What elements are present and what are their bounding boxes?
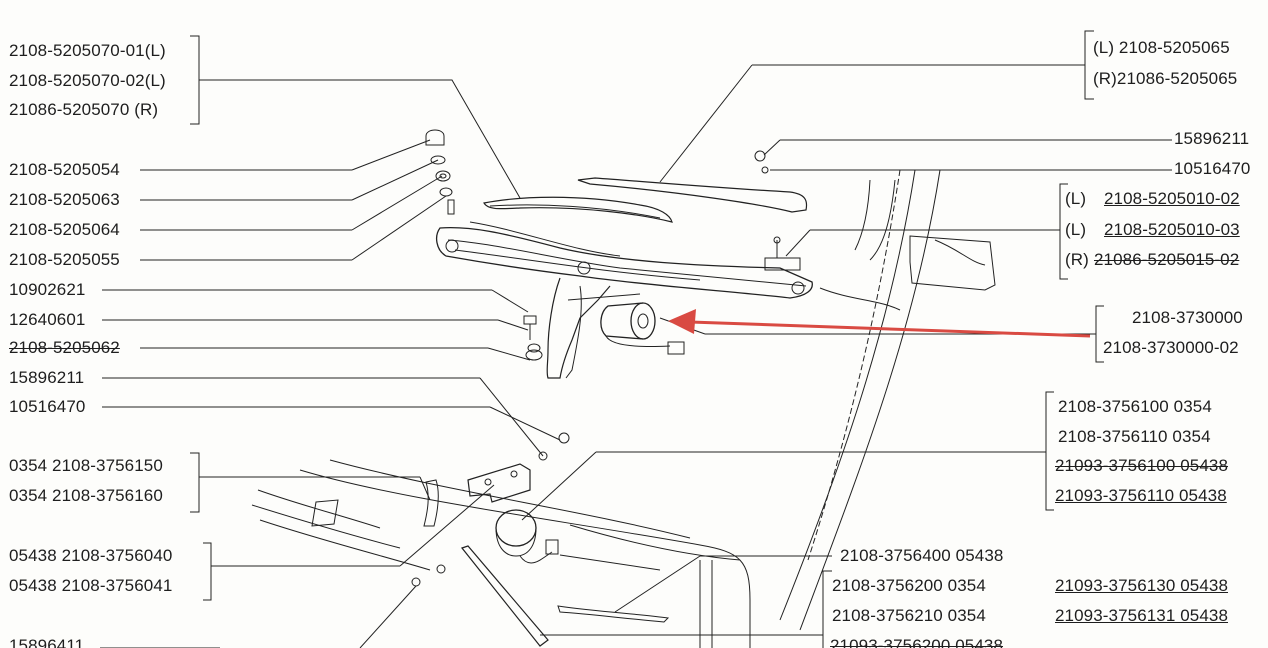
label-linkage-l1-prefix: (L) bbox=[1065, 189, 1087, 208]
label-nut: 2108-5205063 bbox=[9, 190, 120, 209]
label-washer-small-2: 10516470 bbox=[1174, 159, 1251, 178]
bracket-left-relays bbox=[190, 452, 200, 513]
label-linkage-l2: 2108-5205010-03 bbox=[1104, 220, 1240, 239]
label-arm-l: (L) 2108-5205065 bbox=[1093, 38, 1230, 57]
bracket-right-rear bbox=[822, 570, 832, 648]
label-washer: 2108-5205064 bbox=[9, 220, 120, 239]
label-linkage-r-prefix: (R) bbox=[1065, 250, 1089, 269]
label-bracket-1: 05438 2108-3756040 bbox=[9, 546, 173, 565]
bracket-right-pump bbox=[1045, 391, 1054, 511]
label-washer-pump-2: 2108-3756110 0354 bbox=[1058, 427, 1211, 446]
label-arm-r: (R)21086-5205065 bbox=[1093, 69, 1238, 88]
label-rear-4: 21093-3756200 05438 bbox=[830, 636, 1004, 648]
label-relay-2: 0354 2108-3756160 bbox=[9, 486, 163, 505]
label-rear-3: 2108-3756210 0354 bbox=[832, 606, 986, 625]
label-washer-pump-1: 2108-3756100 0354 bbox=[1058, 397, 1212, 416]
bracket-left-blades bbox=[190, 35, 200, 125]
label-bracket-2: 05438 2108-3756041 bbox=[9, 576, 173, 595]
label-rear-1: 2108-3756400 05438 bbox=[840, 546, 1004, 565]
label-bolt-1: 10902621 bbox=[9, 280, 86, 299]
label-bottom-left: 15896411 bbox=[9, 636, 85, 648]
label-relay-1: 0354 2108-3756150 bbox=[9, 456, 163, 475]
label-rear-5: 21093-3756130 05438 bbox=[1055, 576, 1229, 595]
bracket-left-holders bbox=[203, 542, 212, 601]
label-linkage-r: 21086-5205015-02 bbox=[1094, 250, 1240, 269]
label-nut-small-1: 15896211 bbox=[9, 368, 85, 387]
label-washer-pump-4: 21093-3756110 05438 bbox=[1055, 486, 1227, 505]
label-bolt-2: 12640601 bbox=[9, 310, 86, 329]
label-rear-6: 21093-3756131 05438 bbox=[1055, 606, 1229, 625]
label-wiper-blade-r: 21086-5205070 (R) bbox=[9, 100, 159, 119]
label-linkage-l1: 2108-5205010-02 bbox=[1104, 189, 1240, 208]
label-bushing: 2108-5205062 bbox=[9, 338, 120, 357]
label-spring-washer: 2108-5205055 bbox=[9, 250, 120, 269]
label-wiper-blade-l2: 2108-5205070-02(L) bbox=[9, 71, 166, 90]
label-washer-small-1: 10516470 bbox=[9, 397, 86, 416]
label-washer-pump-3: 21093-3756100 05438 bbox=[1055, 456, 1229, 475]
label-motor-2: 2108-3730000-02 bbox=[1103, 338, 1239, 357]
label-rear-2: 2108-3756200 0354 bbox=[832, 576, 986, 595]
label-wiper-blade-l1: 2108-5205070-01(L) bbox=[9, 41, 166, 60]
label-linkage-l2-prefix: (L) bbox=[1065, 220, 1087, 239]
label-motor-1: 2108-3730000 bbox=[1132, 308, 1243, 327]
label-nut-small-2: 15896211 bbox=[1174, 129, 1250, 148]
label-cap: 2108-5205054 bbox=[9, 160, 120, 179]
bracket-right-linkage bbox=[1059, 183, 1068, 280]
